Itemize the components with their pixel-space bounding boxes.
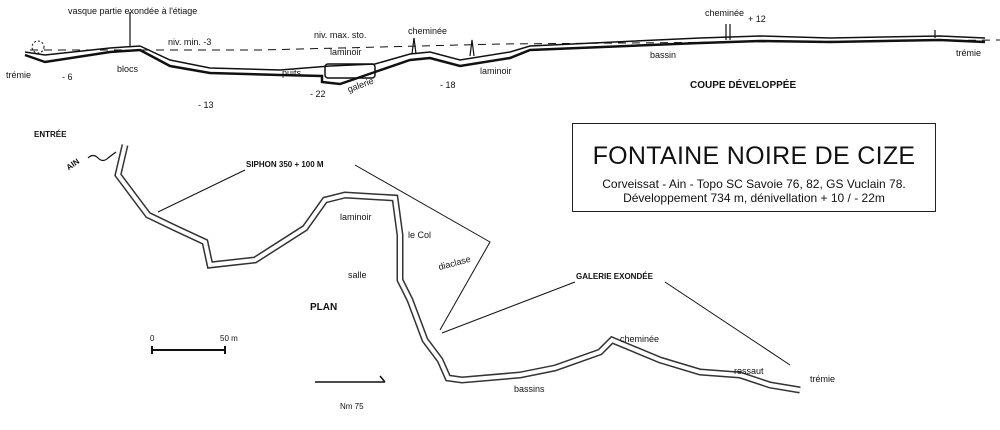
label-niv-min: niv. min. -3 <box>168 37 212 47</box>
label-tremie: trémie <box>6 70 32 80</box>
north-arrow <box>315 375 386 383</box>
label-col: le Col <box>408 230 432 240</box>
title-box: FONTAINE NOIRE DE CIZE Corveissat - Ain … <box>572 123 936 212</box>
survey-subtitle-2: Développement 734 m, dénivellation + 10 … <box>623 191 885 205</box>
scale-bar <box>151 346 226 354</box>
scale-fifty: 50 m <box>220 334 238 343</box>
depth-label: - 6 <box>62 72 73 82</box>
label-blocs: blocs <box>117 64 139 74</box>
profile-title: COUPE DÉVELOPPÉE <box>690 80 797 91</box>
ain-river-arrow <box>87 151 117 162</box>
label-galerie-exondee: GALERIE EXONDÉE <box>576 272 653 281</box>
label-puits: puits <box>282 68 302 78</box>
label-cheminee: cheminée <box>408 26 448 36</box>
depth-label: - 13 <box>198 100 214 110</box>
survey-subtitle-1: Corveissat - Ain - Topo SC Savoie 76, 82… <box>602 177 906 191</box>
profile-ceiling <box>24 35 986 71</box>
plan-section <box>87 144 801 394</box>
galerie-pointer <box>441 281 791 366</box>
depth-label: - 18 <box>440 80 456 90</box>
label-tremie: trémie <box>810 374 836 384</box>
label-laminoir: laminoir <box>480 66 512 76</box>
depth-label: - 22 <box>310 89 326 99</box>
label-vasque: vasque partie exondée à l'étiage <box>68 6 198 16</box>
label-bassin: bassin <box>650 50 677 60</box>
plan-title: PLAN <box>310 302 338 313</box>
profile-section <box>24 12 1000 86</box>
label-siphon: SIPHON 350 + 100 M <box>246 160 324 169</box>
scale-zero: 0 <box>150 334 155 343</box>
label-bassins: bassins <box>514 384 545 394</box>
label-entree: ENTRÉE <box>34 130 67 139</box>
cheminee-shafts <box>411 24 936 57</box>
siphon-pointer <box>157 164 491 331</box>
label-salle: salle <box>348 270 367 280</box>
label-laminoir: laminoir <box>330 47 362 57</box>
label-cheminee: cheminée <box>620 334 660 344</box>
survey-title: FONTAINE NOIRE DE CIZE <box>592 142 916 170</box>
label-plus12: + 12 <box>748 14 766 24</box>
label-tremie: trémie <box>956 48 982 58</box>
laminoir-loop <box>324 63 376 79</box>
label-niv-max: niv. max. sto. <box>314 30 367 40</box>
tremie-rubble <box>31 40 45 54</box>
label-ressaut: ressaut <box>734 366 764 376</box>
label-laminoir: laminoir <box>340 212 372 222</box>
label-nm: Nm 75 <box>340 402 364 411</box>
label-cheminee: cheminée <box>705 8 745 18</box>
